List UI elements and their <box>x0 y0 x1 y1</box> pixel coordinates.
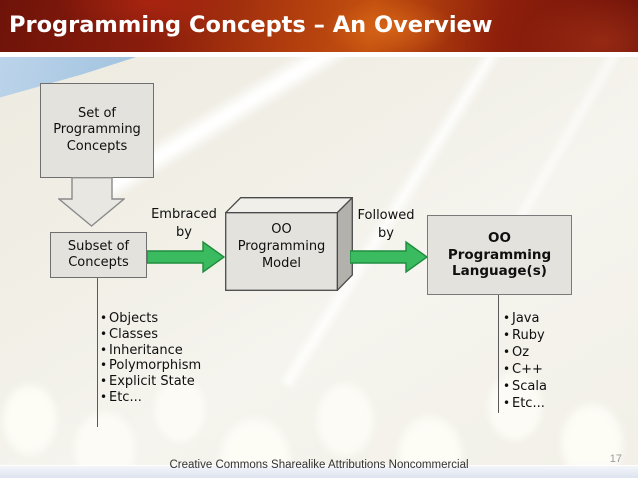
cube-3d-shape <box>225 197 353 291</box>
box-oo-programming-languages: OO Programming Language(s) <box>427 215 572 295</box>
list-item: Etc... <box>503 395 547 412</box>
footer-license-text: Creative Commons Sharealike Attributions… <box>169 459 469 471</box>
right-arrow-icon <box>147 240 225 274</box>
box-subset-of-concepts: Subset of Concepts <box>50 232 147 278</box>
bottom-strip <box>0 465 638 478</box>
list-item: Java <box>503 310 547 327</box>
slide-header: Programming Concepts – An Overview <box>0 0 638 57</box>
box-oo-programming-model: OO Programming Model <box>237 221 326 271</box>
right-arrow-icon <box>350 240 428 274</box>
list-item: Objects <box>100 311 201 327</box>
connector-line-languages <box>497 295 499 413</box>
down-arrow-icon <box>58 177 125 227</box>
box-set-of-programming-concepts: Set of Programming Concepts <box>40 83 154 178</box>
list-item: Inheritance <box>100 343 201 359</box>
list-item: Etc... <box>100 390 201 406</box>
concepts-list: Objects Classes Inheritance Polymorphism… <box>100 311 201 406</box>
label-embraced-by: Embraced by <box>151 207 217 240</box>
list-item: C++ <box>503 361 547 378</box>
list-item: Polymorphism <box>100 358 201 374</box>
list-item: Oz <box>503 344 547 361</box>
list-item: Scala <box>503 378 547 395</box>
page-number: 17 <box>609 453 622 465</box>
list-item: Ruby <box>503 327 547 344</box>
list-item: Classes <box>100 327 201 343</box>
languages-list: Java Ruby Oz C++ Scala Etc... <box>503 310 547 412</box>
label-followed-by: Followed by <box>357 208 415 241</box>
connector-line-concepts <box>96 278 98 427</box>
slide-title: Programming Concepts – An Overview <box>9 12 493 38</box>
list-item: Explicit State <box>100 374 201 390</box>
